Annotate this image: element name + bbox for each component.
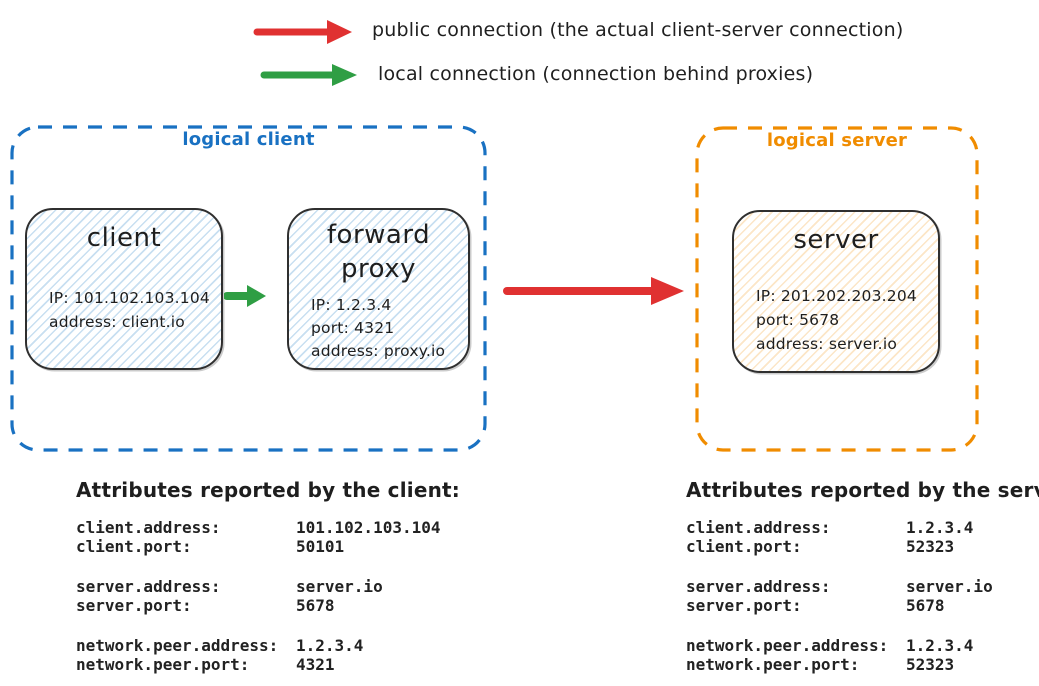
- table-row: server.port: 5678: [686, 596, 1039, 615]
- client-attributes-section: Attributes reported by the client: clien…: [76, 478, 460, 674]
- attr-value: 50101: [296, 537, 345, 556]
- table-row: client.port: 52323: [686, 537, 1039, 556]
- table-row: server.address: server.io: [76, 577, 460, 596]
- server-node-title: server: [793, 225, 879, 255]
- attr-key: server.port:: [686, 596, 802, 615]
- attr-key: client.address:: [76, 518, 221, 537]
- table-row: client.address: 101.102.103.104: [76, 518, 460, 537]
- server-node: server IP: 201.202.203.204 port: 5678 ad…: [732, 210, 940, 373]
- forward-proxy-node: forward proxy IP: 1.2.3.4 port: 4321 add…: [287, 208, 470, 370]
- local-connection-arrow-icon: [260, 64, 357, 86]
- attr-value: 52323: [906, 655, 955, 674]
- client-ip: IP: 101.102.103.104: [49, 289, 210, 307]
- table-row: network.peer.port: 52323: [686, 655, 1039, 674]
- attr-value: server.io: [296, 577, 383, 596]
- server-ip: IP: 201.202.203.204: [756, 287, 917, 305]
- server-attributes-heading: Attributes reported by the server:: [686, 478, 1039, 502]
- attr-value: 1.2.3.4: [906, 636, 974, 655]
- logical-server-boundary: [695, 126, 979, 452]
- table-row: network.peer.address: 1.2.3.4: [76, 636, 460, 655]
- attr-value: server.io: [906, 577, 993, 596]
- client-attributes-table: client.address: 101.102.103.104 client.p…: [76, 518, 460, 674]
- server-attributes-table: client.address: 1.2.3.4 client.port: 523…: [686, 518, 1039, 674]
- attr-key: server.address:: [76, 577, 221, 596]
- forward-proxy-node-title: forward proxy: [289, 218, 468, 286]
- attr-key: client.port:: [686, 537, 802, 556]
- table-row: client.address: 1.2.3.4: [686, 518, 1039, 537]
- server-address: address: server.io: [756, 335, 898, 353]
- server-attributes-section: Attributes reported by the server: clien…: [686, 478, 1039, 674]
- server-node-details: IP: 201.202.203.204 port: 5678 address: …: [756, 284, 932, 356]
- attr-value: 5678: [296, 596, 335, 615]
- attr-value: 1.2.3.4: [296, 636, 364, 655]
- local-connection-label: local connection (connection behind prox…: [378, 63, 814, 85]
- table-row: network.peer.address: 1.2.3.4: [686, 636, 1039, 655]
- attr-value: 5678: [906, 596, 945, 615]
- attr-key: server.port:: [76, 596, 192, 615]
- forward-proxy-title-line2: proxy: [340, 254, 416, 284]
- client-node: client IP: 101.102.103.104 address: clie…: [25, 208, 223, 370]
- client-node-details: IP: 101.102.103.104 address: client.io: [49, 286, 215, 334]
- logical-client-boundary: [10, 125, 487, 452]
- forward-proxy-title-line1: forward: [326, 220, 431, 250]
- local-connection-connector-icon: [224, 285, 266, 307]
- proxy-address: address: proxy.io: [311, 342, 446, 360]
- attr-value: 52323: [906, 537, 955, 556]
- public-connection-arrow-icon: [253, 20, 352, 44]
- proxy-port: port: 4321: [311, 319, 395, 337]
- attr-value: 1.2.3.4: [906, 518, 974, 537]
- forward-proxy-node-details: IP: 1.2.3.4 port: 4321 address: proxy.io: [311, 294, 462, 363]
- table-row: server.address: server.io: [686, 577, 1039, 596]
- proxy-ip: IP: 1.2.3.4: [311, 296, 392, 314]
- attr-key: server.address:: [686, 577, 831, 596]
- client-attributes-heading: Attributes reported by the client:: [76, 478, 460, 502]
- attr-key: client.port:: [76, 537, 192, 556]
- client-address: address: client.io: [49, 313, 185, 331]
- table-row: client.port: 50101: [76, 537, 460, 556]
- attr-key: network.peer.port:: [76, 655, 250, 674]
- logical-server-label: logical server: [766, 130, 908, 151]
- public-connection-connector-icon: [503, 277, 684, 305]
- table-row: network.peer.port: 4321: [76, 655, 460, 674]
- server-port: port: 5678: [756, 311, 840, 329]
- logical-client-label: logical client: [182, 129, 315, 150]
- attr-key: network.peer.port:: [686, 655, 860, 674]
- table-row: server.port: 5678: [76, 596, 460, 615]
- client-node-title: client: [86, 223, 162, 253]
- public-connection-label: public connection (the actual client-ser…: [372, 19, 904, 41]
- attr-value: 4321: [296, 655, 335, 674]
- attr-key: network.peer.address:: [686, 636, 889, 655]
- attr-key: client.address:: [686, 518, 831, 537]
- attr-value: 101.102.103.104: [296, 518, 441, 537]
- attr-key: network.peer.address:: [76, 636, 279, 655]
